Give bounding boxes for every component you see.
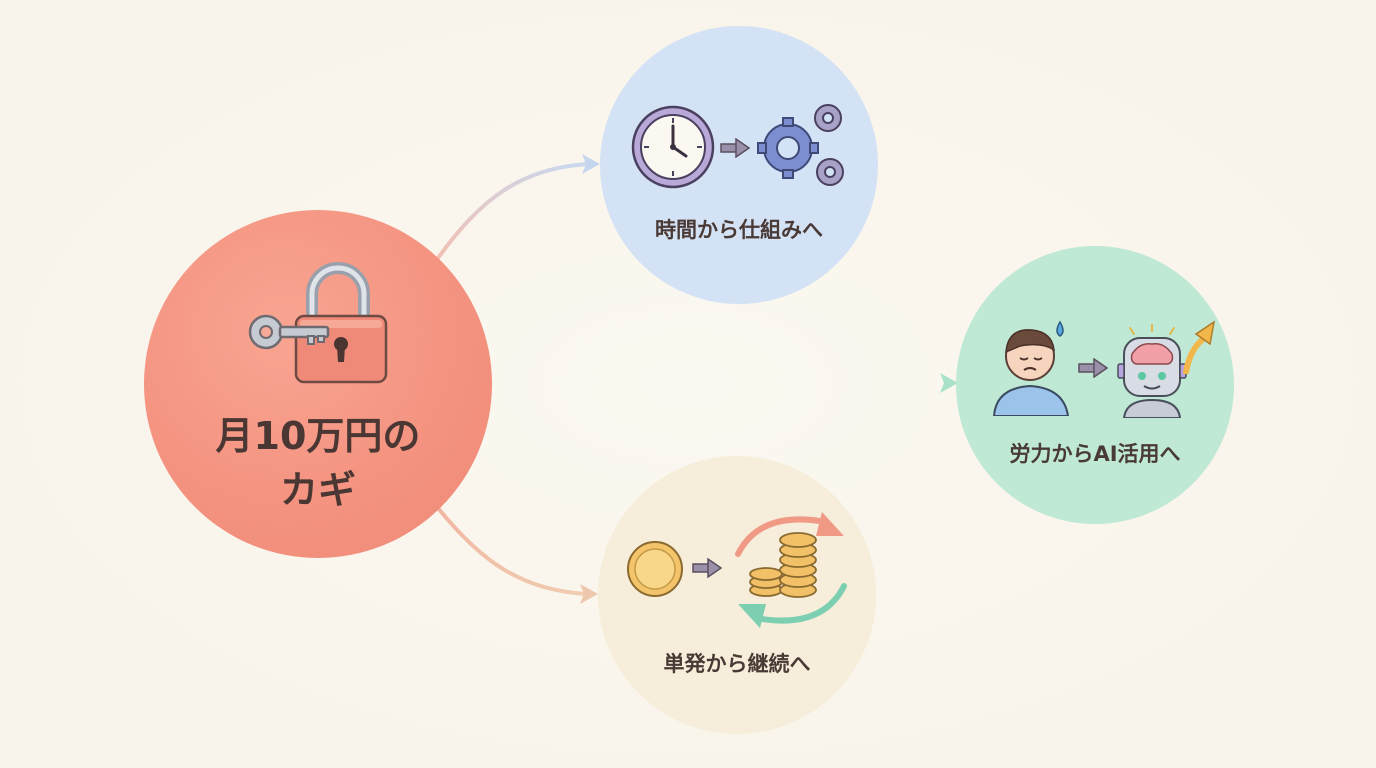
clock-icon <box>631 105 715 189</box>
arrowhead-ai <box>940 373 958 393</box>
node-time-to-system: 時間から仕組みへ <box>600 26 878 304</box>
arrowhead-system <box>582 154 600 174</box>
coin-stack-cycle-icon <box>735 512 847 628</box>
node-labor-to-ai: 労力からAI活用へ <box>956 246 1234 524</box>
node-label-continuous: 単発から継続へ <box>663 652 811 676</box>
arrow-right-icon <box>720 138 750 158</box>
arrow-right-icon <box>1078 358 1108 378</box>
hub-node: 月10万円の カギ <box>144 210 492 558</box>
tired-person-icon <box>992 320 1070 416</box>
coin-icon <box>627 541 683 597</box>
hub-title-line2: カギ <box>279 468 356 512</box>
node-label-system: 時間から仕組みへ <box>655 218 823 242</box>
connector-to-continuous <box>436 506 588 596</box>
key-and-padlock-icon <box>248 262 388 384</box>
node-oneoff-to-continuous: 単発から継続へ <box>598 456 876 734</box>
connector-to-system <box>436 162 590 260</box>
arrowhead-continuous <box>580 584 598 604</box>
arrow-right-icon <box>692 558 722 578</box>
node-label-ai: 労力からAI活用へ <box>1009 442 1181 466</box>
hub-title-line1: 月10万円の <box>215 414 421 458</box>
ai-robot-icon <box>1117 324 1187 418</box>
gears-icon <box>757 104 844 186</box>
growth-arrow-icon <box>1183 320 1216 374</box>
